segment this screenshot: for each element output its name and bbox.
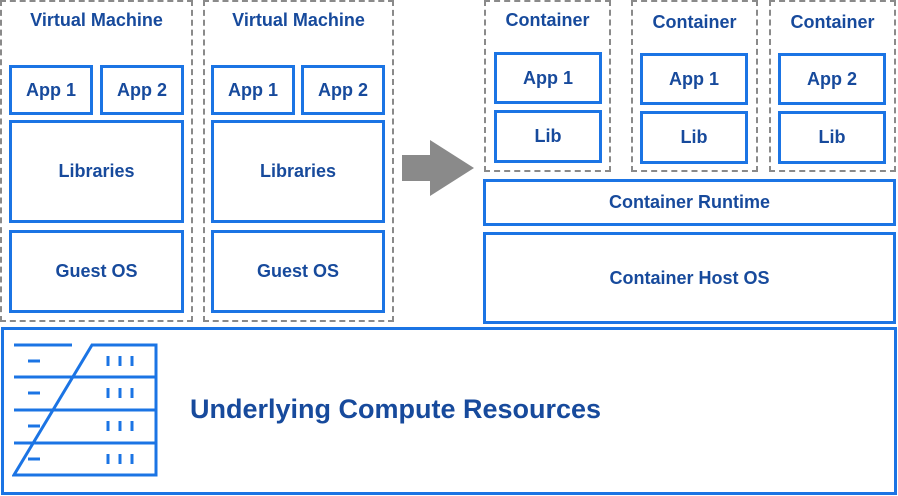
vm2-guest-os: Guest OS: [211, 230, 385, 313]
vm2-title: Virtual Machine: [232, 10, 365, 30]
server-rack-icon: [12, 343, 158, 477]
vm1-libraries: Libraries: [9, 120, 184, 223]
virtual-machine-2: [203, 0, 394, 322]
container2-lib: Lib: [640, 111, 748, 164]
container2-app: App 1: [640, 53, 748, 105]
container-runtime: Container Runtime: [483, 179, 896, 226]
container-host-os: Container Host OS: [483, 232, 896, 324]
container1-app: App 1: [494, 52, 602, 104]
vm2-app1: App 1: [211, 65, 295, 115]
vm1-title: Virtual Machine: [30, 10, 163, 30]
vm2-app2: App 2: [301, 65, 385, 115]
container-2: [631, 0, 758, 172]
container-3: [769, 0, 896, 172]
vm1-app2: App 2: [100, 65, 184, 115]
container1-title: Container: [505, 10, 590, 30]
container3-title: Container: [790, 12, 875, 32]
virtual-machine-1: [0, 0, 193, 322]
vm1-app1: App 1: [9, 65, 93, 115]
container-1: [484, 0, 611, 172]
container1-lib: Lib: [494, 110, 602, 163]
container3-lib: Lib: [778, 111, 886, 164]
container2-title: Container: [652, 12, 737, 32]
container3-app: App 2: [778, 53, 886, 105]
vm1-guest-os: Guest OS: [9, 230, 184, 313]
right-arrow-icon: [402, 140, 474, 196]
vm2-libraries: Libraries: [211, 120, 385, 223]
compute-resources-label: Underlying Compute Resources: [190, 394, 602, 424]
